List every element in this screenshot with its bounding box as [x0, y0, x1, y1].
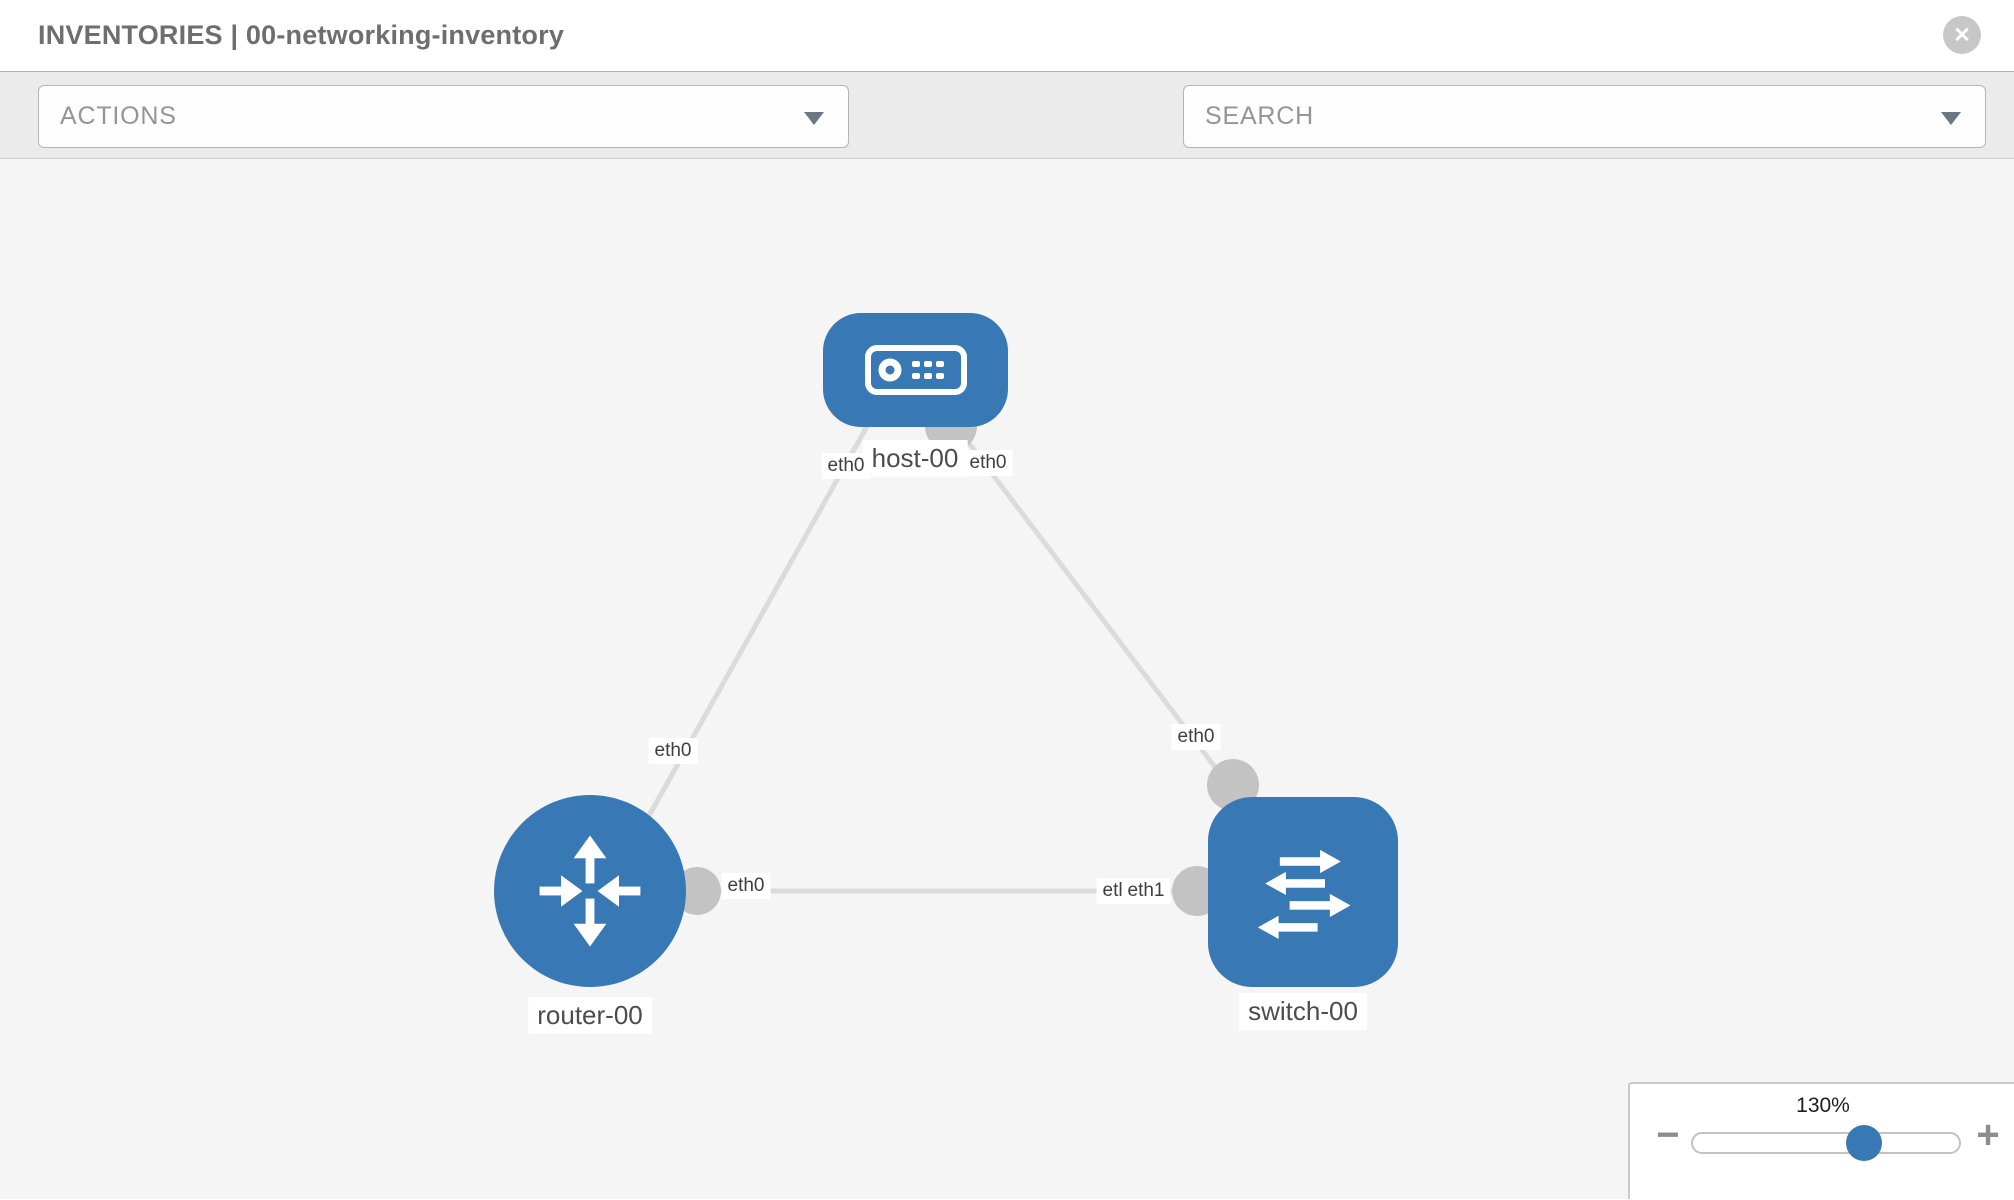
chevron-down-icon [1941, 112, 1961, 125]
topology-links-layer [590, 400, 1303, 916]
zoom-slider-track[interactable] [1691, 1132, 1961, 1154]
search-input[interactable] [1184, 86, 1985, 147]
node-switch-00[interactable] [1208, 797, 1398, 987]
iface-label: eth0 [963, 450, 1013, 476]
iface-label: eth0 [1171, 724, 1221, 750]
zoom-in-button[interactable]: + [1976, 1113, 2000, 1157]
router-icon [539, 835, 641, 947]
toolbar: ACTIONS [0, 72, 2014, 211]
page-title: INVENTORIES | 00-networking-inventory [38, 20, 565, 50]
iface-label: eth0 [721, 873, 771, 899]
actions-dropdown[interactable]: ACTIONS [38, 85, 849, 148]
panel-header: INVENTORIES | 00-networking-inventory ✕ [0, 0, 2014, 72]
host-device-icon [864, 345, 967, 395]
zoom-level-value: 130% [1796, 1094, 1850, 1117]
chevron-down-icon [804, 112, 824, 125]
iface-label: eth1 [1121, 878, 1171, 904]
search-dropdown[interactable] [1183, 85, 1986, 148]
topology-canvas[interactable]: host-00 router-00 switch-00 eth0 eth0 et… [0, 159, 2014, 1199]
node-router-00[interactable] [494, 795, 686, 987]
actions-dropdown-label: ACTIONS [60, 102, 177, 130]
close-icon: ✕ [1953, 23, 1971, 47]
switch-icon [1257, 849, 1351, 939]
close-button[interactable]: ✕ [1943, 16, 1981, 54]
link-host-router [619, 419, 873, 866]
node-host-00[interactable] [823, 313, 1008, 427]
zoom-out-button[interactable]: − [1656, 1113, 1680, 1157]
iface-label: eth0 [648, 738, 698, 764]
zoom-slider-knob[interactable] [1846, 1125, 1882, 1161]
iface-label: eth0 [821, 453, 871, 479]
node-label-host: host-00 [862, 440, 968, 477]
zoom-control-panel: 130% − + [1628, 1082, 2014, 1199]
node-label-switch: switch-00 [1239, 993, 1367, 1030]
node-label-router: router-00 [528, 997, 652, 1034]
